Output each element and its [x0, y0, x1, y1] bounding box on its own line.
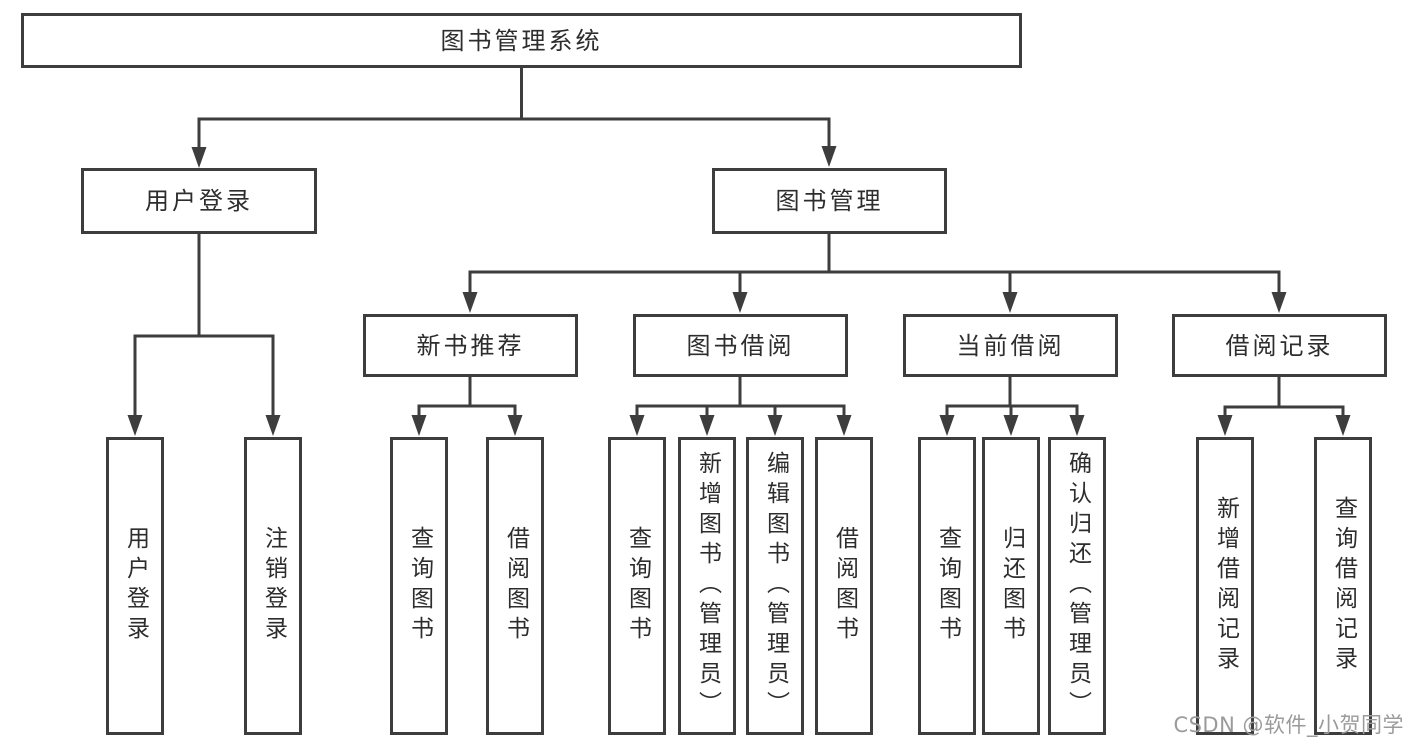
leaf-borrow-edit-admin: 编辑图书（管理员）	[746, 437, 804, 735]
leaf-current-return: 归还图书	[982, 437, 1040, 735]
node-new-book-recommend: 新书推荐	[363, 314, 578, 377]
leaf-user-login-label: 用户登录	[122, 526, 149, 646]
leaf-borrow-query: 查询图书	[608, 437, 666, 735]
leaf-borrow-query-label: 查询图书	[624, 526, 651, 646]
leaf-borrow-borrow: 借阅图书	[815, 437, 873, 735]
leaf-current-return-label: 归还图书	[998, 526, 1025, 646]
watermark: CSDN @软件_小贺同学	[1173, 713, 1404, 737]
leaf-records-query-label: 查询借阅记录	[1330, 496, 1357, 676]
node-new-book-recommend-label: 新书推荐	[416, 331, 525, 360]
leaf-current-confirm-admin: 确认归还（管理员）	[1048, 437, 1106, 735]
node-user-login: 用户登录	[81, 168, 317, 234]
leaf-newbook-query-label: 查询图书	[406, 526, 433, 646]
leaf-borrow-edit-admin-label: 编辑图书（管理员）	[762, 451, 789, 721]
leaf-current-query-label: 查询图书	[934, 526, 961, 646]
node-borrow-records: 借阅记录	[1172, 314, 1387, 377]
leaf-records-add-label: 新增借阅记录	[1212, 496, 1239, 676]
leaf-newbook-query: 查询图书	[390, 437, 448, 735]
leaf-borrow-borrow-label: 借阅图书	[831, 526, 858, 646]
leaf-newbook-borrow: 借阅图书	[486, 437, 544, 735]
leaf-logout-label: 注销登录	[260, 526, 287, 646]
node-book-management-label: 图书管理	[775, 187, 884, 215]
node-borrow-records-label: 借阅记录	[1225, 331, 1334, 360]
leaf-current-query: 查询图书	[918, 437, 976, 735]
leaf-borrow-add-admin-label: 新增图书（管理员）	[694, 451, 721, 721]
leaf-logout: 注销登录	[244, 437, 302, 735]
node-user-login-label: 用户登录	[145, 187, 253, 215]
leaf-current-confirm-admin-label: 确认归还（管理员）	[1064, 451, 1091, 721]
leaf-records-add: 新增借阅记录	[1196, 437, 1254, 735]
leaf-newbook-borrow-label: 借阅图书	[502, 526, 529, 646]
node-book-management: 图书管理	[712, 168, 947, 234]
node-book-borrow-label: 图书借阅	[686, 331, 795, 360]
node-current-borrow: 当前借阅	[903, 314, 1118, 377]
node-current-borrow-label: 当前借阅	[956, 331, 1065, 360]
leaf-records-query: 查询借阅记录	[1314, 437, 1372, 735]
node-book-borrow: 图书借阅	[633, 314, 848, 377]
leaf-user-login: 用户登录	[106, 437, 164, 735]
node-root-label: 图书管理系统	[440, 26, 603, 55]
leaf-borrow-add-admin: 新增图书（管理员）	[678, 437, 736, 735]
node-root: 图书管理系统	[21, 13, 1022, 68]
